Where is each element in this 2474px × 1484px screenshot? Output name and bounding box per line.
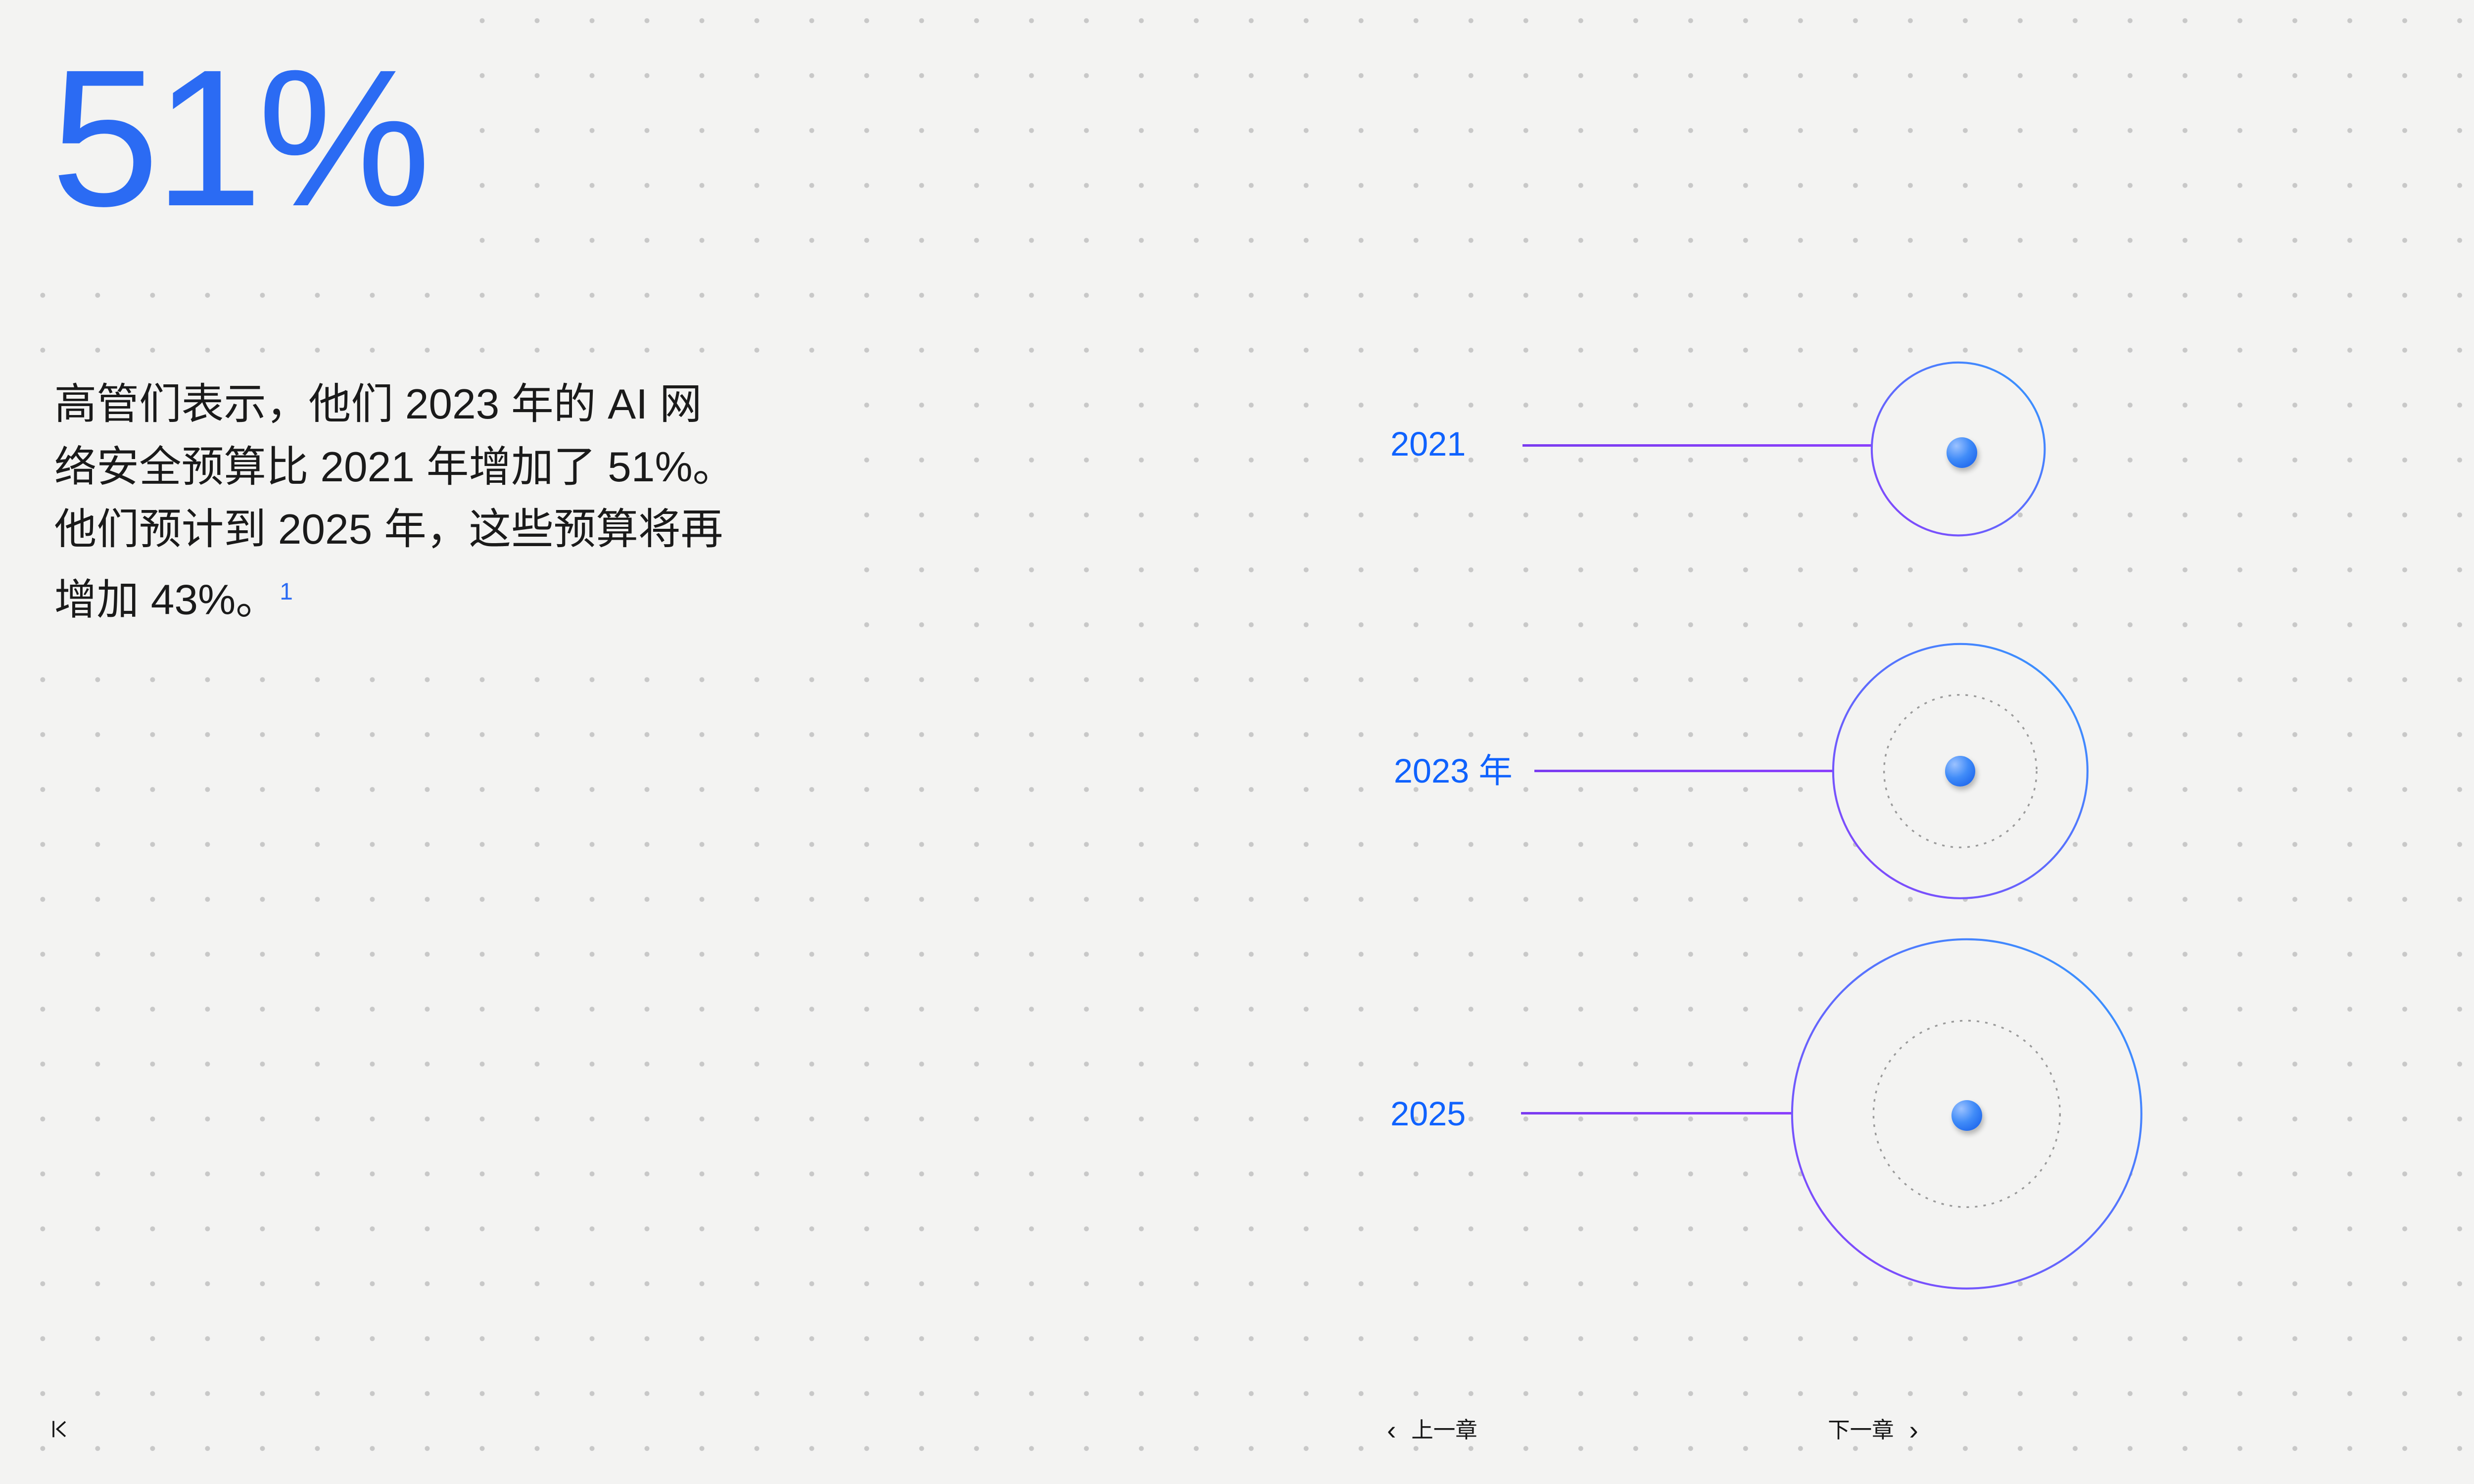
previous-chapter-label: 上一章 xyxy=(1411,1418,1477,1442)
intro-line-2: 络安全预算比 2021 年增加了 51%。 xyxy=(54,443,735,491)
year-label-2021: 2021 xyxy=(1390,425,1466,464)
headline-backdrop xyxy=(0,0,478,251)
data-point-dot-2025 xyxy=(1951,1100,1982,1131)
data-point-dot-2021 xyxy=(1946,437,1977,468)
year-label-2025: 2025 xyxy=(1390,1094,1466,1133)
chevron-right-icon: › xyxy=(1909,1415,1918,1446)
footnote-ref-link[interactable]: 1 xyxy=(280,579,293,605)
intro-backdrop xyxy=(0,352,856,641)
chevron-left-icon: ‹ xyxy=(1387,1415,1396,1446)
headline: 51% xyxy=(50,29,431,247)
previous-chapter-button[interactable]: ‹ 上一章 xyxy=(1383,1414,1480,1448)
intro-line-3: 他们预计到 2025 年，这些预算将再 xyxy=(54,506,723,554)
intro-line-4: 增加 43%。 xyxy=(54,576,278,624)
skip-to-start-icon xyxy=(52,1421,66,1438)
connector-line-2023 xyxy=(1534,769,1833,772)
intro-paragraph: 高管们表示，他们 2023 年的 AI 网络安全预算比 2021 年增加了 51… xyxy=(54,373,885,632)
skip-to-start-button[interactable] xyxy=(44,1414,75,1444)
year-label-2023: 2023 年 xyxy=(1393,752,1513,790)
connector-line-2025 xyxy=(1521,1112,1793,1114)
next-chapter-label: 下一章 xyxy=(1828,1418,1894,1442)
connector-line-2021 xyxy=(1522,444,1874,447)
data-point-dot-2023 xyxy=(1945,756,1976,787)
intro-line-1: 高管们表示，他们 2023 年的 AI 网 xyxy=(54,380,702,428)
inner-dotted-circle-2025 xyxy=(1872,1020,2061,1208)
next-chapter-button[interactable]: 下一章 › xyxy=(1824,1414,1921,1448)
